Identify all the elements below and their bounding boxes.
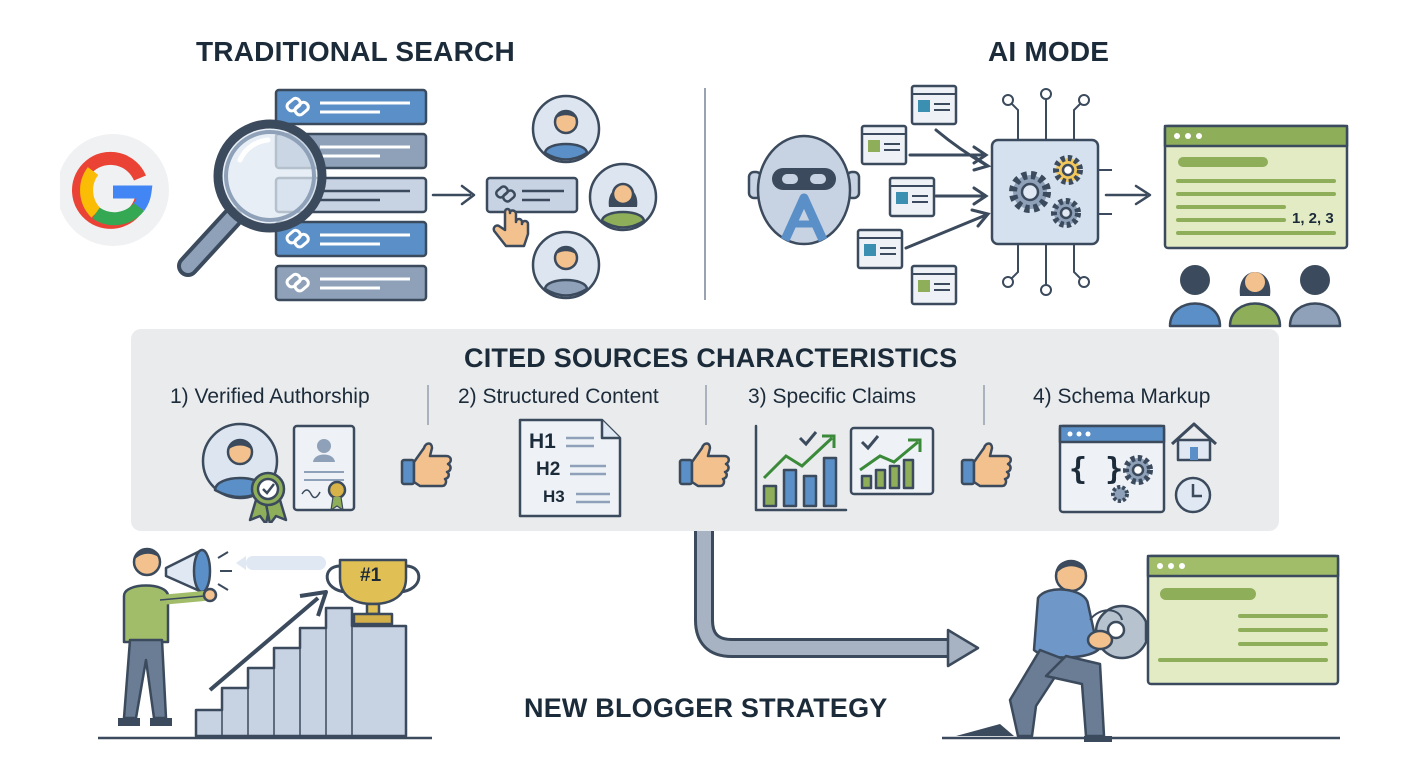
answer-ranking-text: 1, 2, 3: [1292, 210, 1334, 227]
separator: [427, 385, 429, 425]
schema-braces: { }: [1069, 452, 1124, 487]
browser-window-icon: [1058, 424, 1166, 514]
link-icon: [285, 96, 310, 293]
growth-chart-icon: [849, 426, 935, 496]
award-icon: [248, 471, 288, 523]
section-divider: [704, 88, 706, 300]
browser-window-icon: [856, 84, 958, 306]
clicked-result: [485, 176, 579, 214]
stairs-icon: [194, 590, 408, 738]
thumbs-up-icon: [960, 442, 1012, 488]
clock-icon: [1174, 476, 1212, 514]
google-logo: [60, 134, 169, 246]
user-icon: [531, 94, 601, 164]
trophy-icon: [325, 558, 421, 626]
answer-window: [1163, 124, 1349, 250]
person-speaker: [118, 547, 218, 726]
traditional-search-illustration: [60, 88, 658, 302]
characteristics-icons: [201, 418, 1218, 523]
certificate-icon: [292, 424, 356, 512]
megaphone-icon: [164, 548, 232, 594]
growth-chart-icon: [754, 424, 848, 512]
chip-icon: [990, 88, 1112, 296]
heading-h2: H2: [536, 459, 561, 480]
characteristic-label-schema: 4) Schema Markup: [1033, 385, 1211, 408]
heading-h1: H1: [529, 430, 556, 453]
document-icon: [518, 418, 622, 518]
thumbs-up-icon: [678, 442, 730, 488]
ai-mode-title: AI MODE: [988, 36, 1110, 67]
characteristic-label-structured: 2) Structured Content: [458, 385, 659, 408]
gear-icon: [1009, 155, 1083, 228]
user-icon: [531, 230, 601, 300]
pointer-hand-icon: [492, 207, 530, 248]
thumbs-up-icon: [400, 442, 452, 488]
separator: [705, 385, 707, 425]
magnifier-icon: [177, 119, 327, 277]
user-icon: [1288, 265, 1342, 328]
characteristic-label-authorship: 1) Verified Authorship: [170, 385, 370, 408]
user-icon: [1228, 272, 1282, 328]
heading-h3: H3: [543, 487, 565, 506]
browser-window-icon: [1146, 554, 1340, 686]
blogger-strategy-illustration: [98, 531, 1340, 742]
person-with-key: [956, 559, 1112, 742]
trophy-label: #1: [360, 565, 382, 586]
user-icon: [588, 162, 658, 232]
characteristic-label-claims: 3) Specific Claims: [748, 385, 917, 408]
separator: [983, 385, 985, 425]
traditional-search-title: TRADITIONAL SEARCH: [196, 36, 515, 67]
house-icon: [1170, 422, 1218, 462]
gear-icon: [1111, 455, 1153, 503]
characteristics-title: CITED SOURCES CHARACTERISTICS: [464, 343, 958, 373]
user-icon: [1168, 265, 1222, 328]
new-blogger-strategy-title: NEW BLOGGER STRATEGY: [524, 693, 888, 723]
ai-mode-illustration: [747, 84, 1349, 328]
robot-icon: [747, 134, 861, 246]
